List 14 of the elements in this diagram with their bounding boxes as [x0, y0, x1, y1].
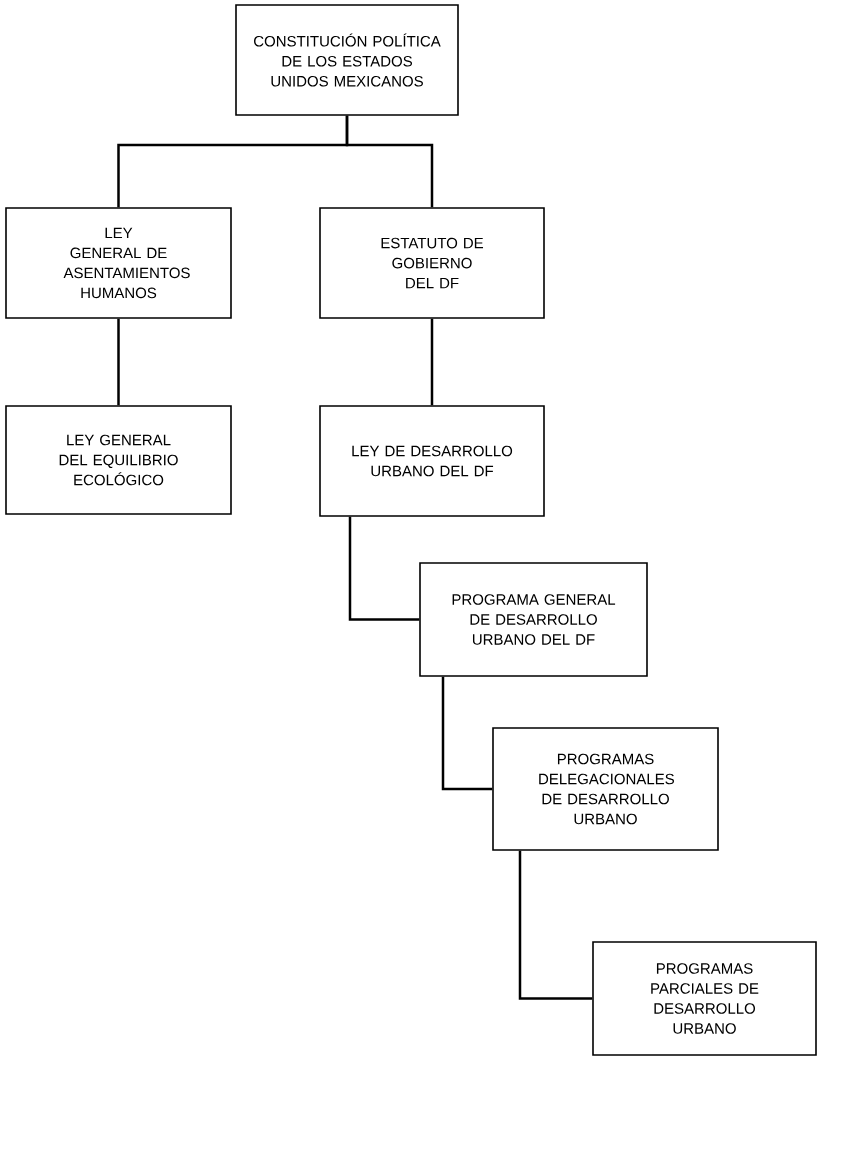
law-box: LEY GENERAL DE ASENTAMIENTOS HUMANOS	[5, 207, 232, 319]
law-box: LEY GENERAL DEL EQUILIBRIO ECOLÓGICO	[5, 405, 232, 515]
law-box: LEY DE DESARROLLO URBANO DEL DF	[319, 405, 545, 517]
law-box: PROGRAMAS PARCIALES DE DESARROLLO URBANO	[592, 941, 817, 1056]
law-box: PROGRAMA GENERAL DE DESARROLLO URBANO DEL DF	[419, 562, 648, 677]
connector-line	[430, 318, 434, 406]
connector-line	[345, 115, 434, 208]
law-box: ESTATUTO DE GOBIERNO DEL DF	[319, 207, 545, 319]
connector-line	[441, 676, 493, 791]
law-box: CONSTITUCIÓN POLÍTICA DE LOS ESTADOS UNIDOS MEXICANOS	[235, 4, 459, 116]
connector-line	[518, 850, 593, 1000]
law-box: PROGRAMAS DELEGACIONALES DE DESARROLLO URBANO	[492, 727, 719, 851]
connector-line	[348, 516, 420, 621]
connector-line	[117, 318, 120, 406]
